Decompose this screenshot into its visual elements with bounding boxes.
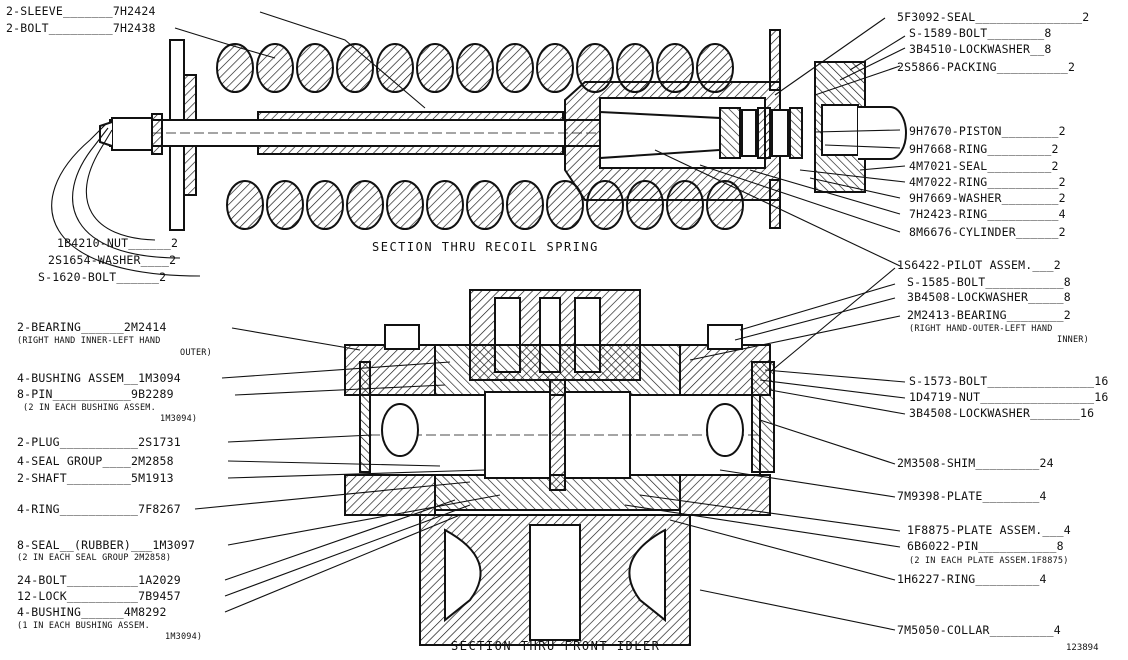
label-ring-1h6227: 1H6227-RING_________4 xyxy=(897,572,1047,586)
label-seal-4m7021: 4M7021-SEAL_________2 xyxy=(909,159,1059,173)
label-pin-9b2289: 8-PIN___________9B2289 xyxy=(17,387,174,401)
label-bearing-2m2413: 2M2413-BEARING________2 xyxy=(907,308,1071,322)
label-sleeve: 2-SLEEVE_______7H2424 xyxy=(6,4,156,18)
label-bolt-s1573: S-1573-BOLT_______________16 xyxy=(909,374,1109,388)
label-bushing-assem-1m3094: 4-BUSHING ASSEM__1M3094 xyxy=(17,371,181,385)
label-bolt-1a2029: 24-BOLT__________1A2029 xyxy=(17,573,181,587)
label-plate-assem-1f8875: 1F8875-PLATE ASSEM.___4 xyxy=(907,523,1071,537)
label-plate-7m9398: 7M9398-PLATE________4 xyxy=(897,489,1047,503)
label-seal-1m3097-note: (2 IN EACH SEAL GROUP 2M2858) xyxy=(17,553,172,563)
title-recoil-spring: SECTION THRU RECOIL SPRING xyxy=(372,240,599,254)
label-bushing-4m8292-note: (1 IN EACH BUSHING ASSEM. xyxy=(17,621,150,631)
label-shim-2m3508: 2M3508-SHIM_________24 xyxy=(897,456,1054,470)
label-pilot-assem-1s6422: 1S6422-PILOT ASSEM.___2 xyxy=(897,258,1061,272)
label-lockwasher-3b4508-b: 3B4508-LOCKWASHER_______16 xyxy=(909,406,1095,420)
label-ring-4m7022: 4M7022-RING__________2 xyxy=(909,175,1066,189)
label-washer-2s1654: 2S1654-WASHER____2 xyxy=(48,253,177,267)
label-lockwasher-3b4510: 3B4510-LOCKWASHER__8 xyxy=(909,42,1052,56)
label-ring-9h7668: 9H7668-RING_________2 xyxy=(909,142,1059,156)
label-bolt-7h2438: 2-BOLT_________7H2438 xyxy=(6,21,156,35)
label-plug-2s1731: 2-PLUG___________2S1731 xyxy=(17,435,181,449)
label-pin-6b6022: 6B6022-PIN___________8 xyxy=(907,539,1064,553)
label-pin-9b2289-note: (2 IN EACH BUSHING ASSEM. xyxy=(23,403,156,413)
label-pin-9b2289-note2: 1M3094) xyxy=(160,414,198,424)
figure-number: 123894 xyxy=(1066,643,1099,653)
label-seal-group-2m2858: 4-SEAL GROUP____2M2858 xyxy=(17,454,174,468)
title-front-idler: SECTION THRU FRONT IDLER xyxy=(451,639,661,653)
front-idler-assembly xyxy=(344,289,775,646)
label-bearing-2m2414-note: (RIGHT HAND INNER-LEFT HAND xyxy=(17,336,161,346)
label-lockwasher-3b4508-a: 3B4508-LOCKWASHER_____8 xyxy=(907,290,1071,304)
label-piston-9h7670: 9H7670-PISTON________2 xyxy=(909,124,1066,138)
label-bolt-s1620: S-1620-BOLT______2 xyxy=(38,270,167,284)
label-ring-7h2423: 7H2423-RING__________4 xyxy=(909,207,1066,221)
label-bushing-4m8292: 4-BUSHING______4M8292 xyxy=(17,605,167,619)
label-shaft-5m1913: 2-SHAFT_________5M1913 xyxy=(17,471,174,485)
label-bearing-2m2414: 2-BEARING______2M2414 xyxy=(17,320,167,334)
recoil-leader-lines xyxy=(51,11,906,277)
label-lock-7b9457: 12-LOCK__________7B9457 xyxy=(17,589,181,603)
label-cylinder-8m6676: 8M6676-CYLINDER______2 xyxy=(909,225,1066,239)
label-bearing-2m2413-note: (RIGHT HAND-OUTER-LEFT HAND xyxy=(909,324,1053,334)
label-bearing-2m2413-note2: INNER) xyxy=(1057,335,1089,345)
label-seal-1m3097: 8-SEAL__(RUBBER)___1M3097 xyxy=(17,538,196,552)
label-bearing-2m2414-note2: OUTER) xyxy=(180,348,212,358)
recoil-spring-assembly xyxy=(99,29,907,231)
label-pin-6b6022-note: (2 IN EACH PLATE ASSEM.1F8875) xyxy=(909,556,1069,566)
label-packing-2s5866: 2S5866-PACKING__________2 xyxy=(897,60,1076,74)
label-nut-1d4719: 1D4719-NUT________________16 xyxy=(909,390,1109,404)
label-washer-9h7669: 9H7669-WASHER________2 xyxy=(909,191,1066,205)
label-ring-7f8267: 4-RING___________7F8267 xyxy=(17,502,181,516)
idler-leader-lines xyxy=(194,267,906,631)
label-bushing-4m8292-note2: 1M3094) xyxy=(165,632,203,642)
label-collar-7m5050: 7M5050-COLLAR_________4 xyxy=(897,623,1061,637)
label-bolt-s1589: S-1589-BOLT________8 xyxy=(909,26,1052,40)
label-nut-1b4210: 1B4210-NUT______2 xyxy=(57,236,179,250)
label-bolt-s1585: S-1585-BOLT___________8 xyxy=(907,275,1071,289)
label-seal-5f3092: 5F3092-SEAL_______________2 xyxy=(897,10,1090,24)
